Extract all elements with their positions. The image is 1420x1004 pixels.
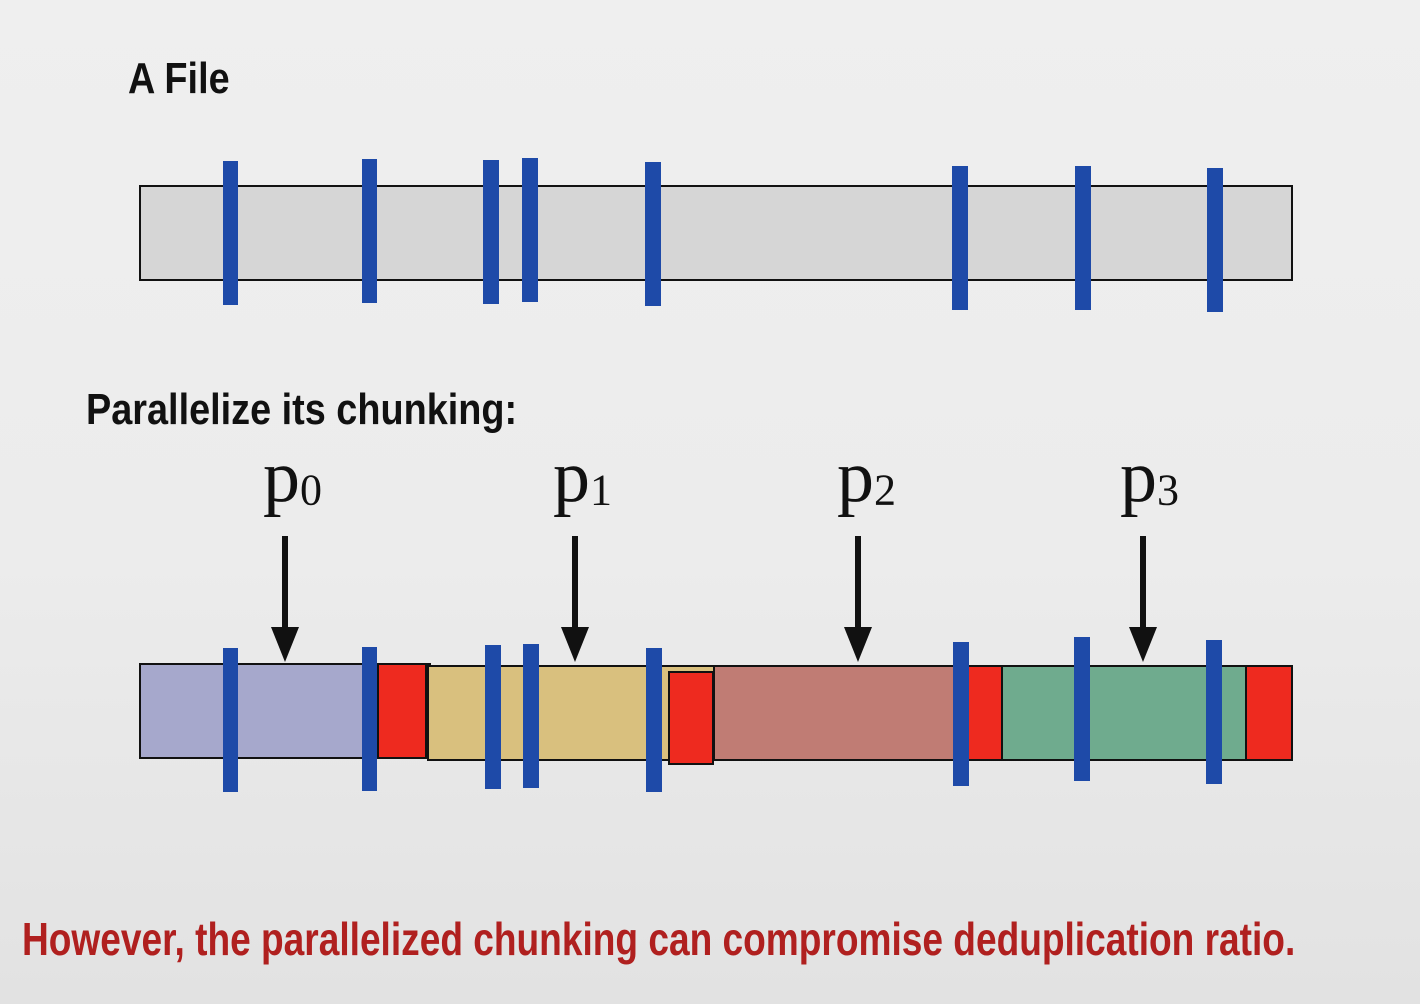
dedup-warning-note: However, the parallelized chunking can c… [22, 913, 1296, 965]
file-chunk-boundary [952, 166, 968, 310]
process-label-p3: p3 [1120, 436, 1179, 518]
segment-chunk-boundary [223, 648, 238, 792]
segment-chunk-boundary [485, 645, 501, 789]
file-chunk-boundary [483, 160, 499, 304]
segment-chunk-boundary [646, 648, 662, 792]
forced-boundary [377, 663, 427, 759]
file-chunk-boundary [223, 161, 238, 305]
file-chunk-boundary [1207, 168, 1223, 312]
process-label-p1: p1 [553, 436, 612, 518]
segment-chunk-boundary [362, 647, 377, 791]
arrow-p2 [844, 536, 872, 662]
arrow-p0 [271, 536, 299, 662]
forced-boundary [965, 665, 1003, 761]
process-label-p0: p0 [263, 436, 322, 518]
file-chunk-boundary [522, 158, 538, 302]
segment-chunk-boundary [1206, 640, 1222, 784]
segment-p3 [1001, 665, 1293, 761]
forced-boundary [1245, 665, 1293, 761]
segment-chunk-boundary [523, 644, 539, 788]
segment-chunk-boundary [953, 642, 969, 786]
arrow-p1 [561, 536, 589, 662]
file-title: A File [128, 54, 230, 103]
file-chunk-boundary [362, 159, 377, 303]
file-bar [139, 185, 1293, 281]
process-label-p2: p2 [837, 436, 896, 518]
parallelize-heading: Parallelize its chunking: [86, 385, 518, 434]
forced-boundary [668, 671, 714, 765]
segment-chunk-boundary [1074, 637, 1090, 781]
file-chunk-boundary [1075, 166, 1091, 310]
arrow-p3 [1129, 536, 1157, 662]
file-chunk-boundary [645, 162, 661, 306]
